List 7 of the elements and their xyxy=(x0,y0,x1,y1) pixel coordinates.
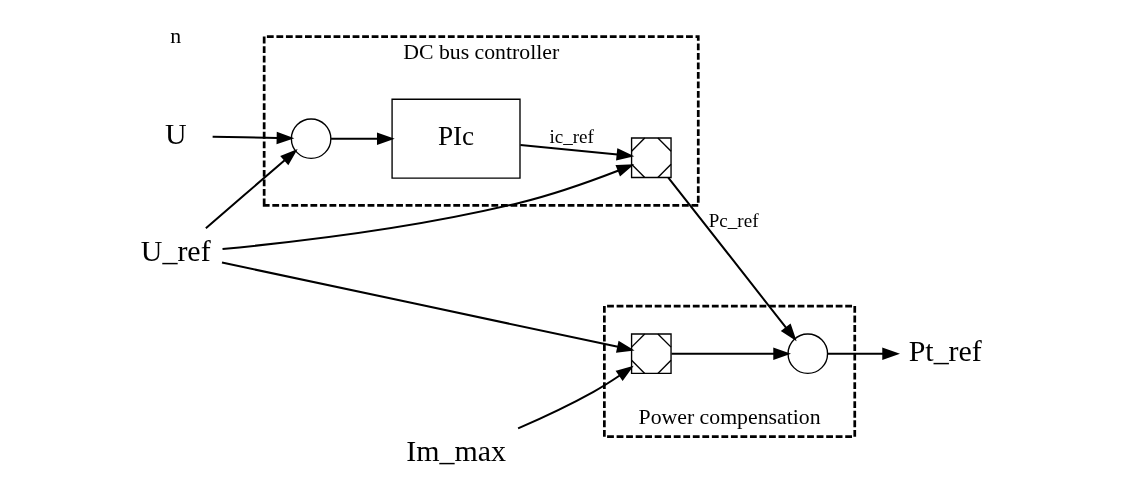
node-text: U_ref xyxy=(140,233,211,267)
node-text: U xyxy=(164,116,187,150)
label: n xyxy=(169,24,181,49)
edge-label: Pc_ref xyxy=(708,210,758,232)
node-text: Im_max xyxy=(405,433,506,467)
edge-label: ic_ref xyxy=(549,126,594,148)
node-text: Pt_ref xyxy=(908,334,982,368)
